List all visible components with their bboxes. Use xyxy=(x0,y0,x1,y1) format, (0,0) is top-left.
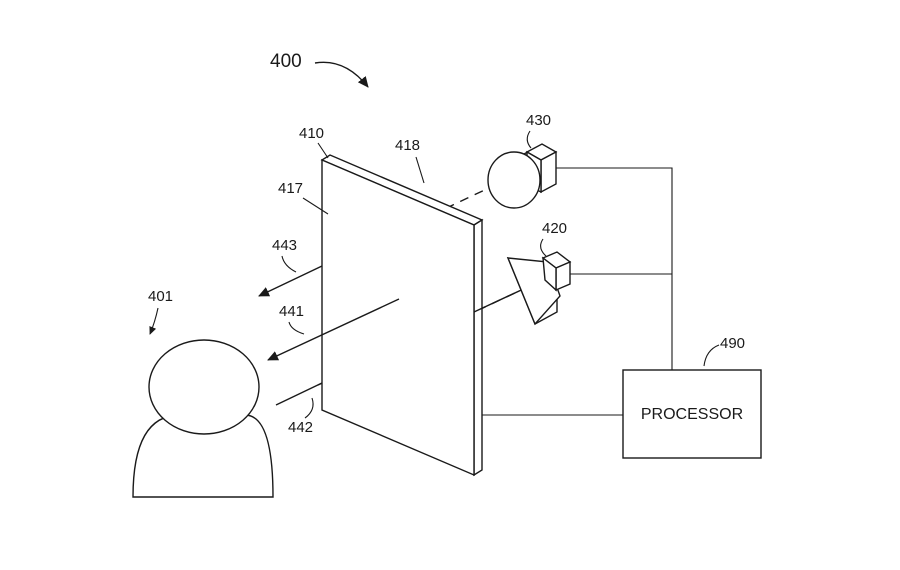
camera-label: 430 xyxy=(526,112,551,129)
panel-back-surface-leader xyxy=(416,157,424,183)
display-panel xyxy=(322,155,482,475)
processor-ref-leader xyxy=(704,345,719,366)
camera-device xyxy=(488,144,556,208)
camera-to-processor-wire xyxy=(556,168,672,370)
ray-441-leader xyxy=(289,322,304,334)
ray-443-arrow xyxy=(259,266,322,296)
figure-reference-label: 400 xyxy=(270,51,302,72)
processor-box-label: PROCESSOR xyxy=(641,406,743,423)
projector-leader xyxy=(541,239,546,256)
panel-back-surface-label: 418 xyxy=(395,137,420,154)
processor-ref-label: 490 xyxy=(720,335,745,352)
panel-front-surface-label: 417 xyxy=(278,180,303,197)
ray-442-label: 442 xyxy=(288,419,313,436)
ray-443-label: 443 xyxy=(272,237,297,254)
user-head xyxy=(149,340,259,434)
panel-leader xyxy=(318,143,328,158)
figure-reference-arrow xyxy=(315,62,368,87)
camera-leader xyxy=(527,131,531,148)
ray-441-label: 441 xyxy=(279,303,304,320)
ray-442-leader xyxy=(305,398,313,418)
user-figure xyxy=(133,340,273,497)
projector-device xyxy=(508,252,570,324)
camera-lens xyxy=(488,152,540,208)
panel-label: 410 xyxy=(299,125,324,142)
user-label: 401 xyxy=(148,288,173,305)
user-leader-arrow xyxy=(150,308,158,334)
ray-442-front-segment xyxy=(276,383,322,405)
panel-side-edge xyxy=(474,220,482,475)
ray-443-leader xyxy=(282,256,296,272)
projector-label: 420 xyxy=(542,220,567,237)
